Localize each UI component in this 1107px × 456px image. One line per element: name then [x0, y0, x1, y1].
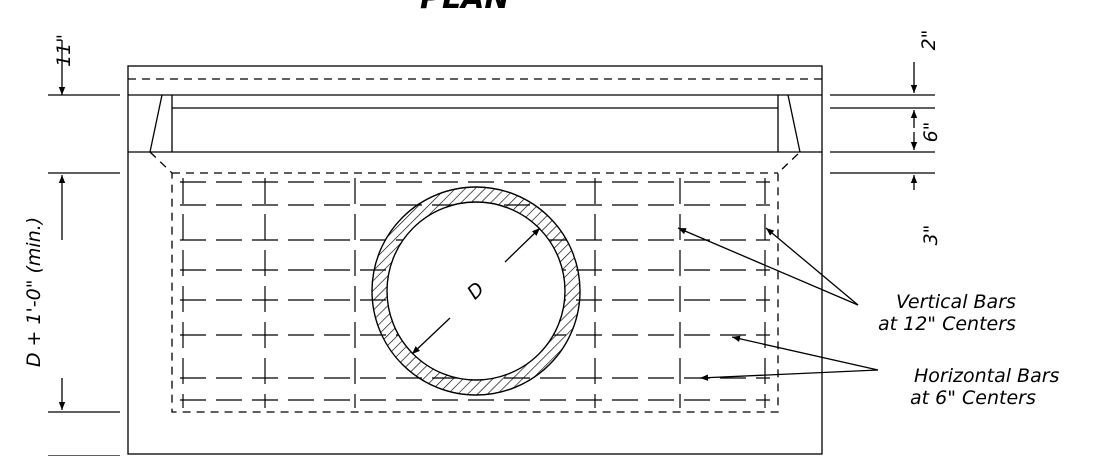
- dim-mid-right: 6": [920, 122, 942, 143]
- left-wing-chamfer: [149, 94, 163, 153]
- dim-left-height: D + 1'-0" (min.): [23, 217, 45, 367]
- plan-title: PLAN: [420, 0, 509, 16]
- callout-horizontal-bars-line2: at 6" Centers: [910, 387, 1036, 409]
- dim-low-right: 3": [920, 225, 942, 246]
- callout-vertical-bars-line1: Vertical Bars: [896, 291, 1016, 313]
- headwall-outline: [127, 65, 823, 455]
- pipe-diameter-line: [504, 227, 541, 263]
- vertical-bars: [182, 178, 766, 408]
- dim-top-left: 11": [53, 34, 75, 67]
- pipe: D: [371, 186, 581, 396]
- dim-top-right: 2": [918, 30, 940, 51]
- callout-vertical-bars-line2: at 12" Centers: [878, 313, 1016, 335]
- callout-horizontal-bars-line1: Horizontal Bars: [914, 365, 1060, 387]
- right-wing-chamfer: [787, 94, 801, 153]
